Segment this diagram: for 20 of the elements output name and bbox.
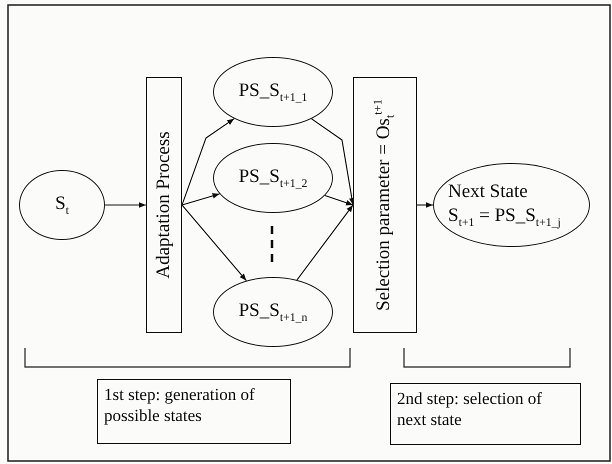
arrow [311, 118, 355, 206]
process-bar [146, 77, 182, 333]
state-heading: Next State [448, 180, 528, 204]
state-label: PS_S$_{t+1_1}$ [238, 78, 308, 106]
state-label: PS_S$_{t+1_2}$ [238, 164, 308, 192]
arrow [417, 202, 433, 208]
state-label: Adaptation Process [152, 131, 176, 279]
state-formula: S$_{t+1}$ = PS_S$_{t+1_j}$ [448, 204, 561, 230]
step-note-box [390, 383, 581, 445]
state-label: S$_{t}$ [55, 192, 69, 218]
arrow [181, 118, 234, 206]
arrow [182, 193, 220, 206]
step-note-box [97, 379, 291, 444]
arrow [182, 204, 247, 281]
arrow [296, 204, 354, 280]
arrow [105, 202, 146, 208]
process-bar [353, 77, 417, 333]
step-note: 1st step: generation of possible states [104, 384, 256, 426]
step-note: 2nd step: selection of next state [397, 388, 543, 430]
state-label: PS_S$_{t+1_n}$ [238, 298, 308, 326]
